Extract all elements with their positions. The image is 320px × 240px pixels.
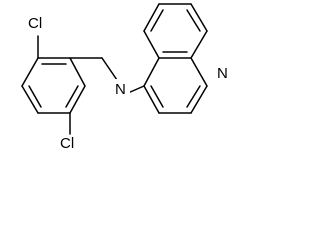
bond-ring1-b <box>69 57 86 87</box>
bond-q1-double-1 <box>150 9 164 32</box>
quinoline-benzo-ring <box>143 3 208 87</box>
bond-ring1-double-2 <box>65 85 79 108</box>
bond-q1-e <box>190 3 208 32</box>
bond-q2-d <box>198 71 208 87</box>
bond-q2-c <box>190 85 208 114</box>
structure-diagram: Cl Cl N N <box>21 3 231 151</box>
bond-q1-b <box>143 30 160 59</box>
bond-q1-c <box>143 3 160 32</box>
bond-q2-e <box>190 57 200 73</box>
cl-bottom-label: Cl <box>60 135 74 151</box>
bond-ring1-f <box>21 57 39 87</box>
quinoline-pyridine-ring <box>143 57 208 114</box>
bond-q1-f <box>190 30 208 59</box>
bond-q2-double-1 <box>150 85 164 108</box>
nh-label-bg <box>113 79 130 96</box>
bond-ring1-double-3 <box>28 85 42 108</box>
bond-ch2-b <box>101 57 118 81</box>
bond-nh-ring <box>127 85 145 94</box>
bond-ring1-e <box>21 85 39 114</box>
bond-q2-double-2 <box>186 85 201 108</box>
cl-top-label: Cl <box>28 15 42 32</box>
bond-q1-double-2 <box>186 9 201 32</box>
nh-label: N <box>115 81 126 98</box>
dichlorophenyl-ring <box>21 57 86 114</box>
n-ring-label: N <box>217 65 228 82</box>
bond-ring1-c <box>69 85 86 114</box>
bond-q1-a <box>143 57 160 87</box>
n-ring-label-bg <box>216 64 231 81</box>
bond-q2-a <box>143 85 160 114</box>
